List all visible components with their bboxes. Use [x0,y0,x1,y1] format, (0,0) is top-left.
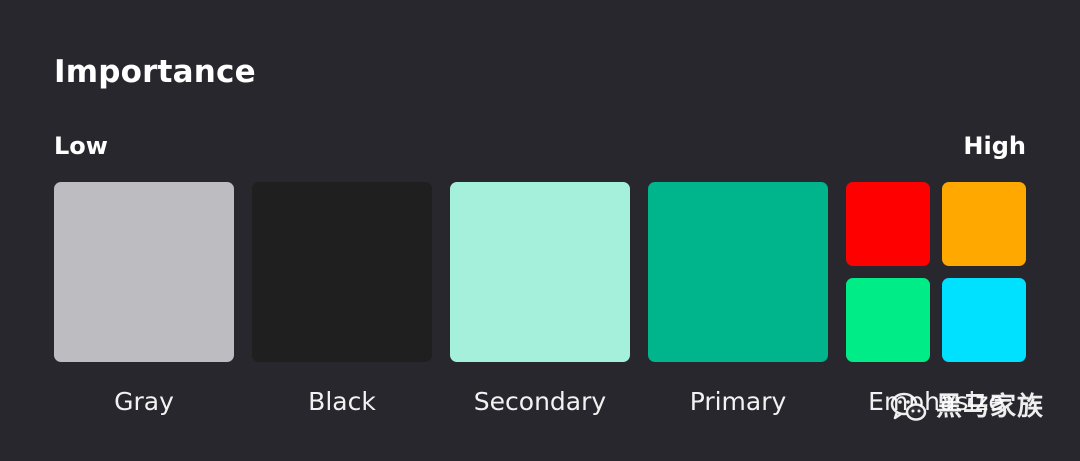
watermark: 黑马家族 [890,390,1044,424]
swatch-emphasize-green [846,278,930,362]
scale-low-label: Low [54,132,108,160]
swatch-emphasize-cyan [942,278,1026,362]
watermark-text: 黑马家族 [936,392,1045,422]
swatch-label-gray: Gray [114,387,174,416]
swatch-gray [54,182,234,362]
scale-high-label: High [963,132,1026,160]
swatch-primary [648,182,828,362]
swatch-label-secondary: Secondary [473,387,607,416]
swatch-black [252,182,432,362]
wechat-icon [890,392,927,421]
swatch-label-emphasize: Emphasize [868,387,1004,416]
swatch-label-black: Black [308,387,376,416]
swatch-secondary [450,182,630,362]
swatch-emphasize-red [846,182,930,266]
swatch-emphasize-orange [942,182,1026,266]
swatch-label-primary: Primary [689,387,787,416]
page-title: Importance [54,54,256,90]
